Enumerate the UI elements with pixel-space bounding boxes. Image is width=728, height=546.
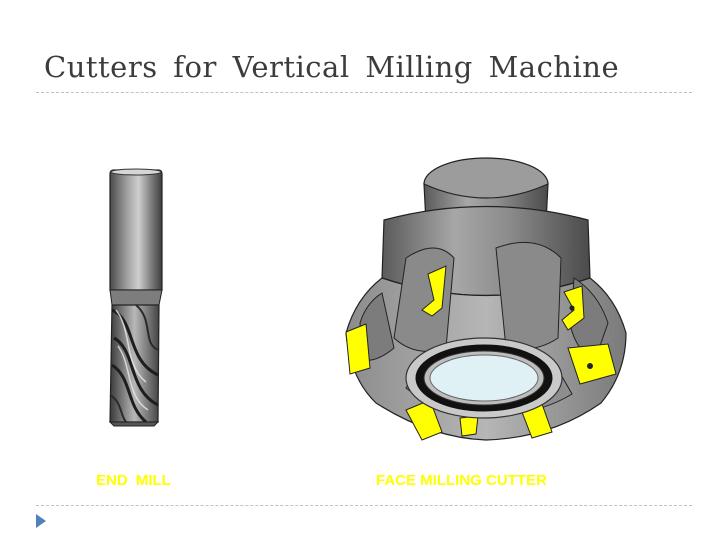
- face-milling-cutter-label: FACE MILLING CUTTER: [376, 472, 547, 489]
- title-divider: [36, 92, 692, 93]
- footer-divider: [36, 505, 692, 506]
- end-mill-label: END MILL: [96, 472, 171, 489]
- face-milling-cutter-icon: [345, 157, 627, 441]
- slide-title: Cutters for Vertical Milling Machine: [44, 50, 620, 84]
- end-mill-icon: [108, 168, 163, 427]
- bullet-triangle-icon: [36, 514, 46, 528]
